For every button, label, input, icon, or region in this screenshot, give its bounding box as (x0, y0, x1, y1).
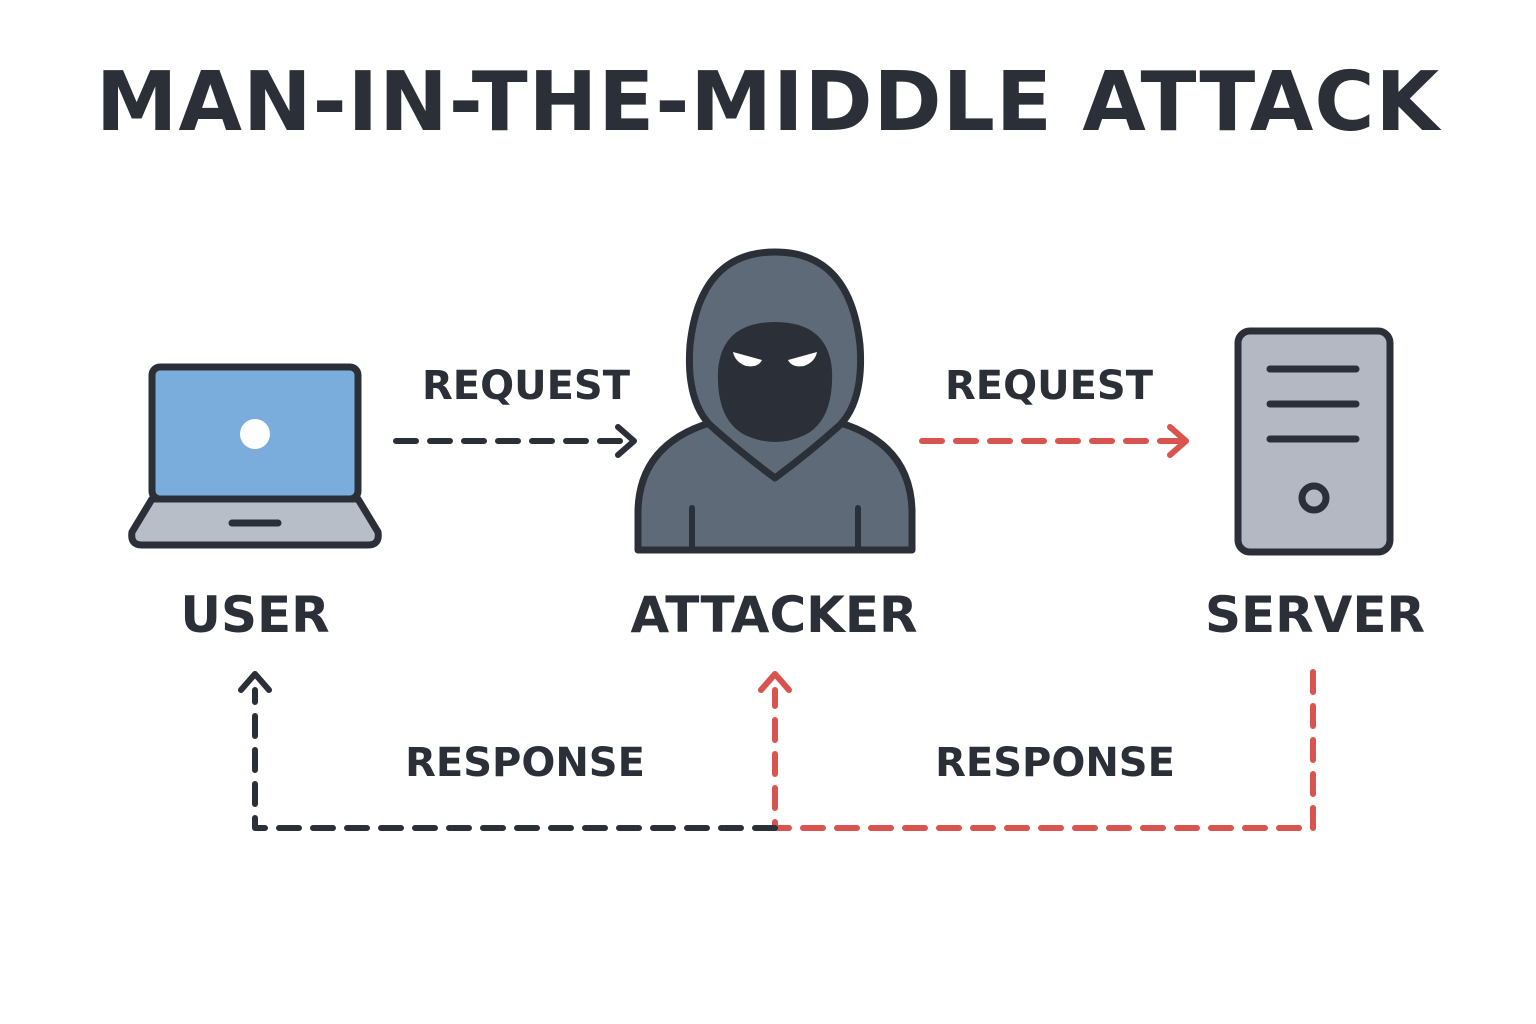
server-tower-icon (1234, 327, 1394, 556)
laptop-icon (128, 363, 382, 549)
request-arrow-attacker-to-server (919, 424, 1189, 458)
user-label: USER (180, 586, 330, 644)
hooded-hacker-icon (634, 248, 916, 554)
response-label-attacker-to-user: RESPONSE (405, 740, 645, 786)
response-arrow-server-to-attacker (758, 669, 1316, 831)
request-label-attacker-to-server: REQUEST (944, 363, 1154, 409)
request-arrow-user-to-attacker (393, 424, 637, 458)
diagram-title: MAN-IN-THE-MIDDLE ATTACK (95, 55, 1441, 150)
response-arrow-attacker-to-user (238, 671, 778, 831)
response-label-server-to-attacker: RESPONSE (935, 740, 1175, 786)
server-label: SERVER (1204, 586, 1426, 644)
request-label-user-to-attacker: REQUEST (421, 363, 631, 409)
attacker-label: ATTACKER (630, 586, 918, 644)
